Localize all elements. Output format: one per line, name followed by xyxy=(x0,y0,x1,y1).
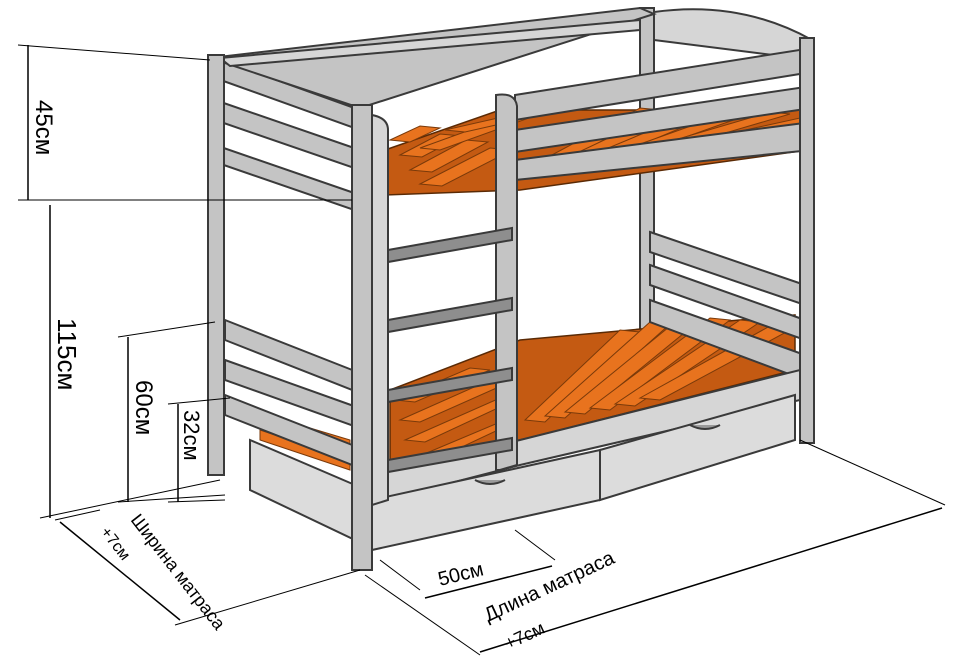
bottom-bunk xyxy=(224,230,806,502)
dimension-lines xyxy=(17,44,946,656)
dim-ladder-width-label: 50см xyxy=(436,558,486,590)
drawers xyxy=(249,393,796,552)
dim-mattress-width-extra: +7см xyxy=(97,524,133,564)
dim-lower-rail-label: 60см xyxy=(130,380,157,435)
dim-total-height-label: 115см xyxy=(52,318,82,390)
top-bunk xyxy=(209,6,813,214)
ladder xyxy=(387,93,518,474)
front-posts xyxy=(207,37,815,571)
dim-lower-board-label: 32см xyxy=(179,410,204,461)
dim-top-rail-label: 45см xyxy=(30,100,57,155)
dim-mattress-width-label: Ширина матраса xyxy=(127,510,230,634)
dim-mattress-length-extra: +7см xyxy=(501,618,547,654)
